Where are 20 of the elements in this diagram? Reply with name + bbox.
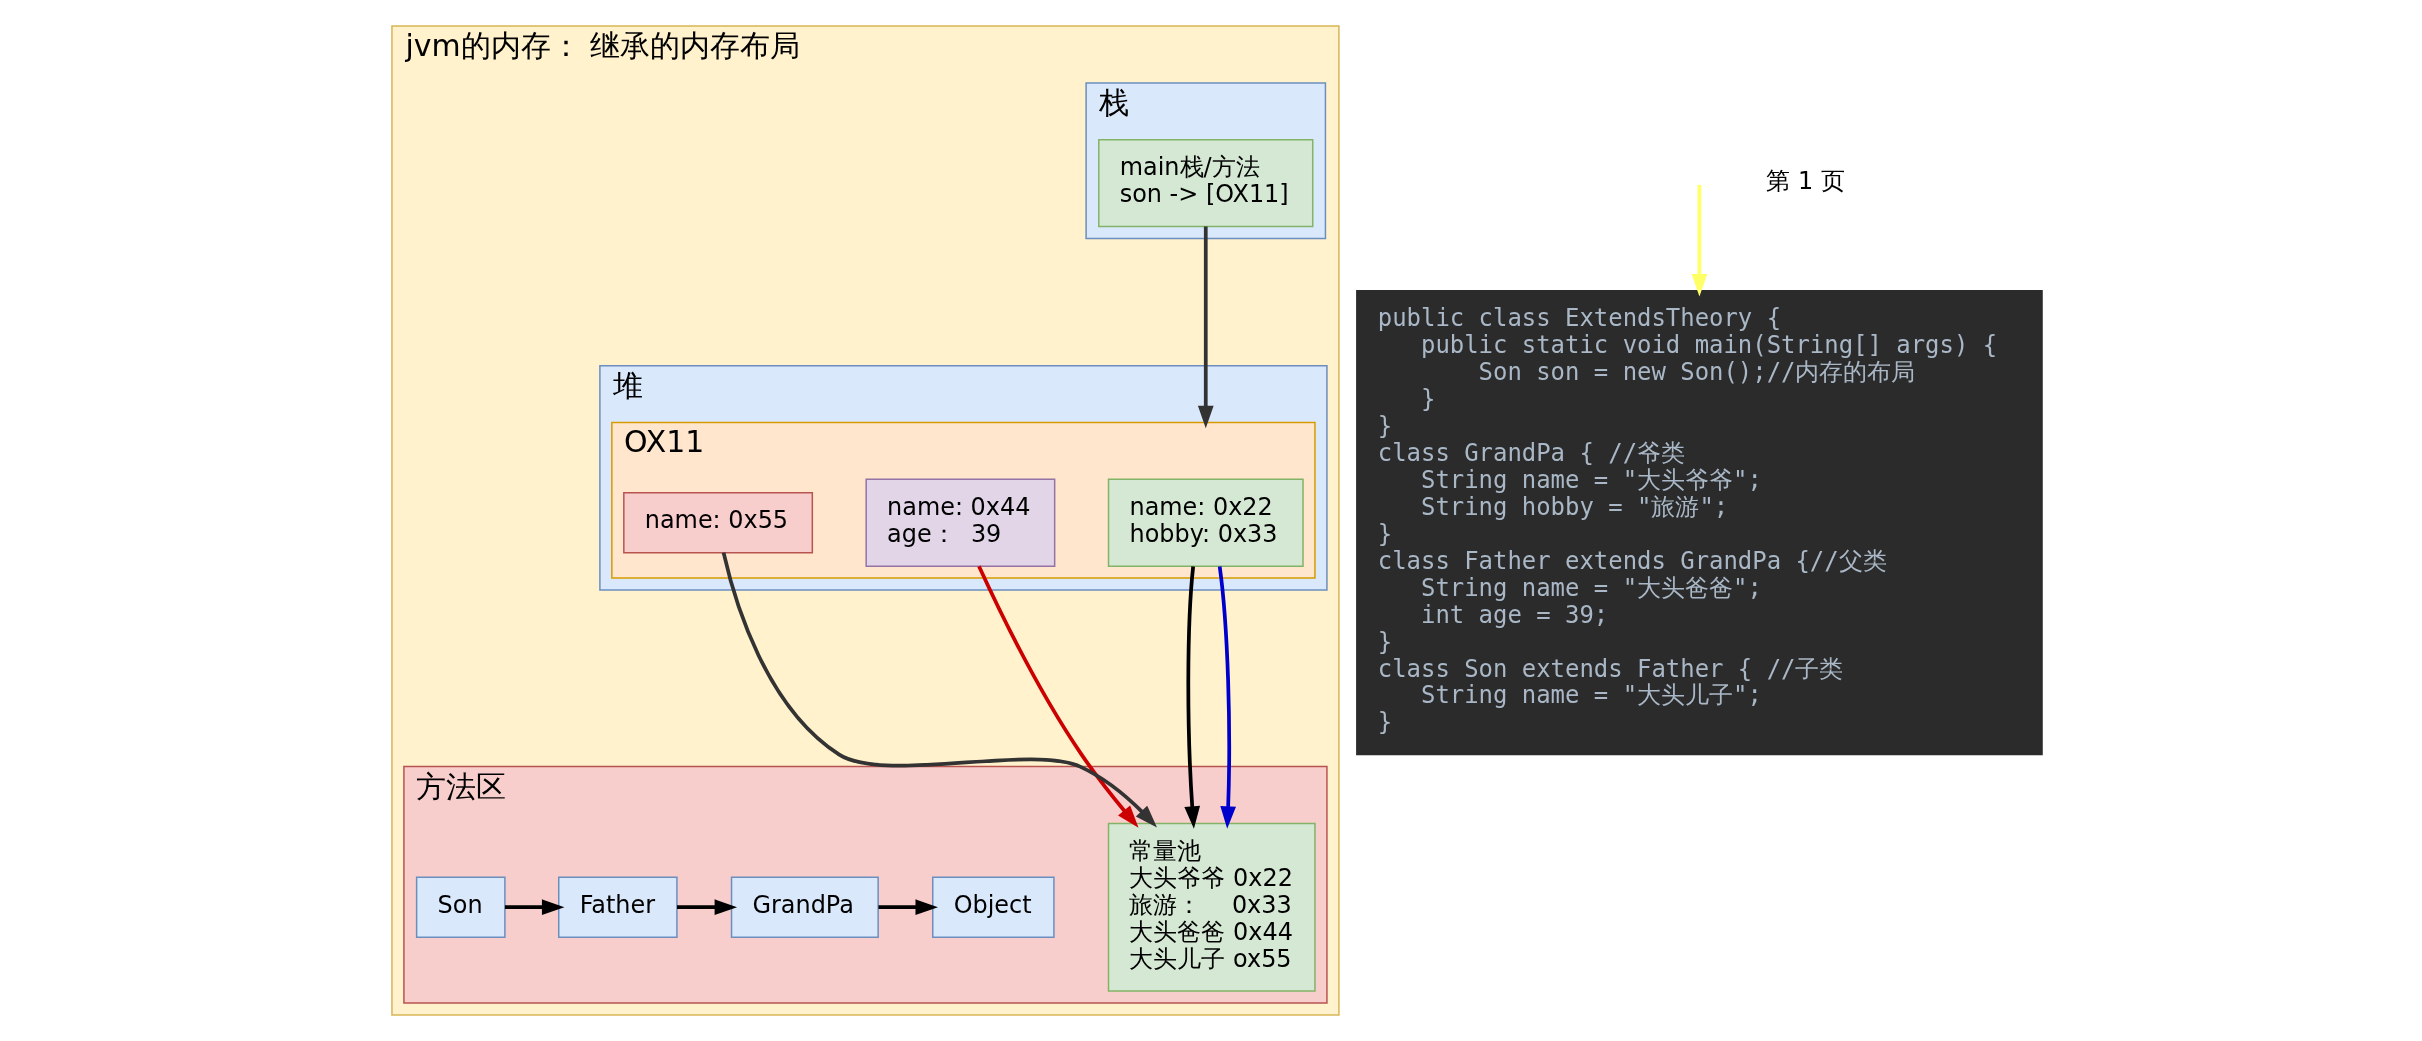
node-box: name: 0x55 (623, 492, 814, 554)
node-box: public class ExtendsTheory { public static void main(String[] args) { Son son = new Son();//内存的布局 } } class GrandPa { //爷类 String name = "大头爷爷"; String hobby = "旅游"; } class Father extends GrandPa {//父类 String name = "大头爸爸"; int age = 39; } class Son extends Father { //子类 String name = "大头儿子"; } (1356, 290, 2043, 756)
arrow (721, 552, 1157, 828)
node-box: name: 0x22 hobby: 0x33 (1107, 478, 1304, 567)
arrow (977, 565, 1139, 828)
arrow (1217, 566, 1237, 829)
arrow (1184, 566, 1201, 829)
node-box: GrandPa (730, 876, 879, 938)
arrow (1691, 184, 1708, 297)
arrow (878, 899, 938, 916)
arrow (504, 899, 565, 916)
node-box: Son (415, 876, 506, 938)
node-box: name: 0x44 age： 39 (865, 478, 1056, 567)
label: 第 1 页 (1766, 166, 1845, 195)
node-box: main栈/方法 son -> [OX11] (1098, 139, 1314, 228)
node-box: Object (932, 876, 1055, 938)
node-box: 常量池 大头爷爷 0x22 旅游： 0x33 大头爸爸 0x44 大头儿子 ox55 (1107, 822, 1316, 992)
arrow (1197, 226, 1214, 429)
arrow (677, 899, 738, 916)
node-box: Father (558, 876, 678, 938)
